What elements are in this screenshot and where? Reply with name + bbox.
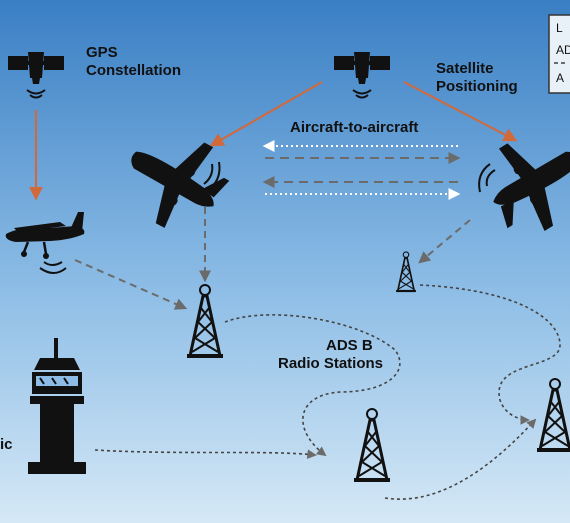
adsb-label: ADS B [326, 337, 373, 354]
legend-item-2: AD [556, 43, 570, 57]
positioning-label: Positioning [436, 78, 518, 95]
gps-label: GPS [86, 44, 118, 61]
constellation-label: Constellation [86, 62, 181, 79]
satellite-links [29, 81, 518, 201]
radio-stations-label: Radio Stations [278, 355, 383, 372]
legend: L AD A [548, 14, 570, 94]
legend-item-1: L [556, 21, 563, 35]
aircraft-to-aircraft-label: Aircraft-to-aircraft [290, 119, 418, 136]
small-plane-icon [5, 212, 85, 259]
network-links [94, 284, 561, 500]
jet-left-signal-icon [203, 161, 221, 191]
ground-links [74, 195, 471, 310]
control-tower-icon [28, 338, 86, 474]
legend-item-3: A [556, 71, 564, 85]
satellite-label: Satellite [436, 60, 494, 77]
jet-right-signal-icon [478, 163, 496, 193]
small-plane-signal-icon [39, 261, 67, 274]
air-traffic-label: ic [0, 436, 13, 453]
sat-to-jet-right-link [403, 81, 518, 142]
sat-to-jet-left-link [209, 81, 323, 147]
aircraft-to-aircraft-links [262, 140, 461, 200]
